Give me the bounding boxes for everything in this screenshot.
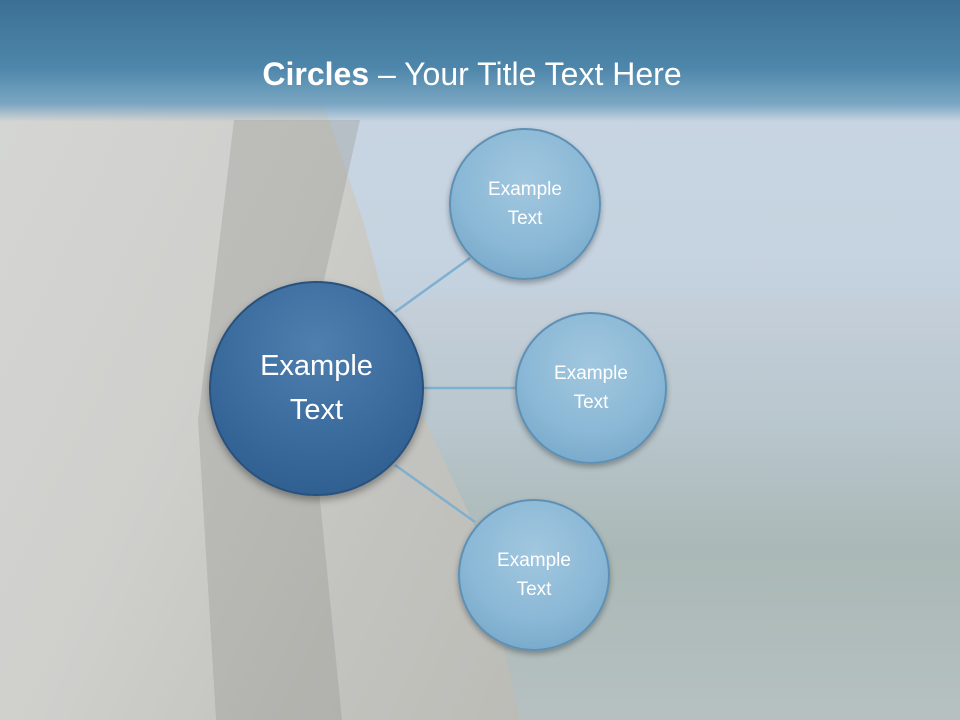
satellite-circle-bottom[interactable]: Example Text bbox=[458, 499, 610, 651]
connector-line-top bbox=[394, 256, 471, 314]
satellite-circle-text: Example Text bbox=[488, 178, 562, 229]
connector-line-bottom bbox=[394, 463, 476, 524]
center-circle-text: Example Text bbox=[260, 350, 373, 426]
center-circle[interactable]: Example Text bbox=[209, 281, 424, 496]
satellite-circle-middle[interactable]: Example Text bbox=[515, 312, 667, 464]
slide-title: Circles – Your Title Text Here bbox=[0, 56, 944, 93]
satellite-circle-top[interactable]: Example Text bbox=[449, 128, 601, 280]
satellite-circle-text: Example Text bbox=[497, 549, 571, 600]
satellite-circle-text: Example Text bbox=[554, 362, 628, 413]
title-bold-part: Circles bbox=[262, 56, 370, 92]
title-bar bbox=[0, 0, 960, 122]
title-rest-part: – Your Title Text Here bbox=[369, 56, 682, 92]
